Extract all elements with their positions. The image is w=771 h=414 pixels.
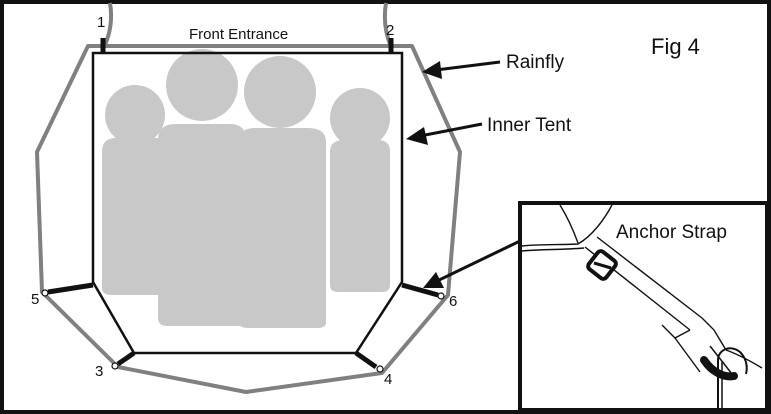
rainfly-label: Rainfly xyxy=(506,52,565,73)
anchor-strap-label: Anchor Strap xyxy=(616,222,727,243)
silhouette-person-3 xyxy=(238,56,326,328)
anchor-ring-6 xyxy=(437,292,445,300)
anchor-label-2: 2 xyxy=(386,22,394,39)
silhouette-person-2 xyxy=(158,49,246,326)
anchor-ring-3 xyxy=(111,362,119,370)
anchor-strap-arrow-head xyxy=(423,272,444,288)
anchor-strap-6 xyxy=(401,282,439,298)
rainfly-arrow-shaft xyxy=(435,60,501,72)
anchor-label-3: 3 xyxy=(95,363,103,380)
anchor-rings xyxy=(41,289,445,373)
anchor-label-5: 5 xyxy=(31,291,39,308)
anchor-strap-arrow-shaft xyxy=(434,239,521,284)
callout-arrows xyxy=(406,60,521,288)
anchor-label-1: 1 xyxy=(97,14,105,31)
anchor-label-6: 6 xyxy=(449,293,457,310)
anchor-strap-inset: Anchor Strap xyxy=(518,201,769,412)
rainfly-arrow-head xyxy=(422,61,442,79)
inset-buckle xyxy=(586,249,618,281)
inner-tent-arrow-head xyxy=(406,127,428,145)
occupant-silhouettes xyxy=(102,49,390,328)
silhouette-person-4 xyxy=(330,88,390,292)
anchor-label-4: 4 xyxy=(384,371,392,388)
figure-label: Fig 4 xyxy=(651,34,700,59)
anchor-strap-3 xyxy=(116,350,136,367)
silhouette-person-1 xyxy=(102,85,168,295)
inner-tent-arrow-shaft xyxy=(419,122,483,138)
inner-tent-label: Inner Tent xyxy=(487,115,572,136)
anchor-ring-4 xyxy=(376,365,384,373)
front-entrance-label: Front Entrance xyxy=(189,26,288,43)
anchor-ring-5 xyxy=(41,289,49,297)
anchor-straps xyxy=(47,38,439,370)
anchor-strap-5 xyxy=(47,282,94,295)
inset-stake xyxy=(700,345,748,410)
anchor-strap-4 xyxy=(354,350,378,370)
